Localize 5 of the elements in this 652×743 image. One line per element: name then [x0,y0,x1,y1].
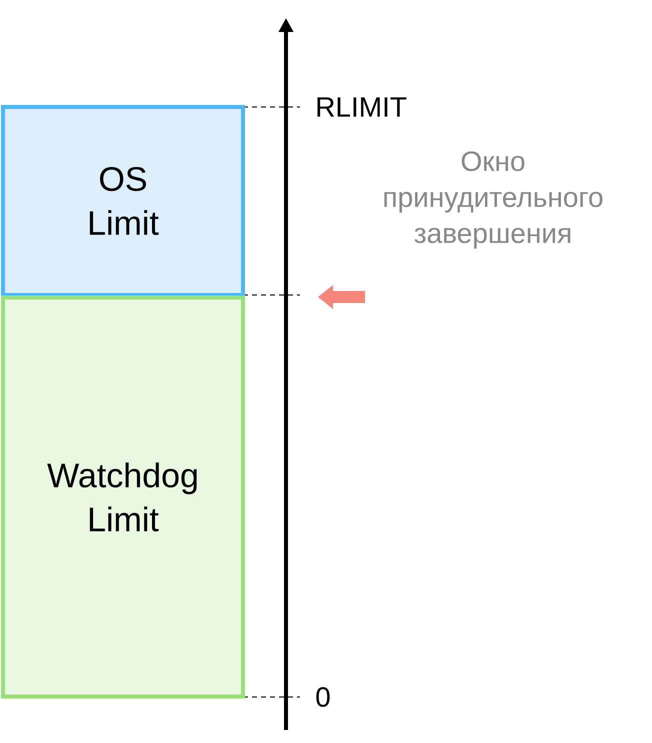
axis-label: 0 [316,687,330,707]
limit-box: Watchdog Limit [1,296,245,698]
axis-label: RLIMIT [318,97,406,117]
limit-box: OS Limit [1,105,245,297]
axis-label: Окно принудительного завершения [384,151,602,249]
